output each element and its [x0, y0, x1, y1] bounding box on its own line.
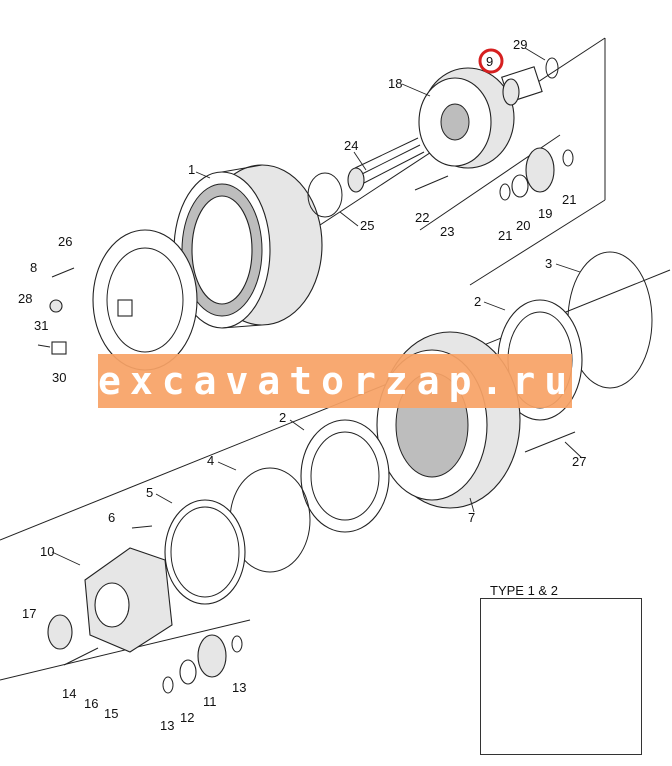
- callout-19: 19: [538, 206, 552, 221]
- part-cover-5: [164, 499, 246, 605]
- callout-25: 25: [360, 218, 374, 233]
- callout-31: 31: [34, 318, 48, 333]
- part-bolt-6: [131, 525, 153, 529]
- part-plate-30: [51, 341, 67, 355]
- callout-12: 12: [180, 710, 194, 725]
- part-sleeve: [501, 66, 543, 106]
- callout-18: 18: [388, 76, 402, 91]
- callout-1: 1: [188, 162, 195, 177]
- callout-20: 20: [516, 218, 530, 233]
- part-bolt-27: [524, 431, 576, 453]
- part-shaft: [347, 137, 425, 193]
- part-gear-17: [47, 614, 73, 650]
- callout-27: 27: [572, 454, 586, 469]
- callout-17: 17: [22, 606, 36, 621]
- callout-15: 15: [104, 706, 118, 721]
- callout-10: 10: [40, 544, 54, 559]
- watermark-banner: [98, 354, 572, 408]
- part-lower-gear-set: [162, 634, 243, 694]
- callout-22: 22: [415, 210, 429, 225]
- callout-2b: 2: [279, 410, 286, 425]
- callout-28: 28: [18, 291, 32, 306]
- callout-23: 23: [440, 224, 454, 239]
- callout-29: 29: [513, 37, 527, 52]
- separator-line-right-lower: [469, 199, 606, 286]
- part-carrier-lower: [84, 547, 173, 653]
- part-pin-31: [37, 344, 51, 348]
- part-planet-carrier-top: [418, 67, 515, 169]
- callout-21a: 21: [562, 192, 576, 207]
- part-bearing-left: [300, 419, 390, 533]
- part-pin-14: [63, 647, 99, 666]
- callout-5: 5: [146, 485, 153, 500]
- part-ring-25: [307, 172, 343, 218]
- callout-7: 7: [468, 510, 475, 525]
- leader-lines: [51, 47, 583, 566]
- part-bolt-8: [51, 267, 75, 278]
- part-ring-29: [545, 57, 559, 79]
- callout-4: 4: [207, 453, 214, 468]
- callout-labels: 1 2 2 3 4 5 6 7 8 9 10 11 12 13 13 14 15…: [18, 37, 586, 733]
- callout-26: 26: [58, 234, 72, 249]
- callout-14: 14: [62, 686, 76, 701]
- type-panel-label: TYPE 1 & 2: [488, 583, 560, 598]
- highlight-circle: [478, 48, 504, 74]
- callout-21b: 21: [498, 228, 512, 243]
- part-washer-28: [49, 299, 63, 313]
- callout-9: 9: [486, 54, 493, 69]
- callout-24: 24: [344, 138, 358, 153]
- part-ring-gear-drum: [173, 164, 323, 329]
- type-panel: [480, 598, 642, 755]
- callout-2a: 2: [474, 294, 481, 309]
- watermark-text: excavatorzap.ru: [98, 359, 577, 403]
- callout-30: 30: [52, 370, 66, 385]
- part-small-gear-set: [414, 147, 574, 201]
- part-flange-plate: [92, 229, 198, 371]
- callout-16: 16: [84, 696, 98, 711]
- callout-8: 8: [30, 260, 37, 275]
- callout-3: 3: [545, 256, 552, 271]
- callout-13a: 13: [232, 680, 246, 695]
- callout-11: 11: [203, 694, 217, 709]
- callout-6: 6: [108, 510, 115, 525]
- callout-13b: 13: [160, 718, 174, 733]
